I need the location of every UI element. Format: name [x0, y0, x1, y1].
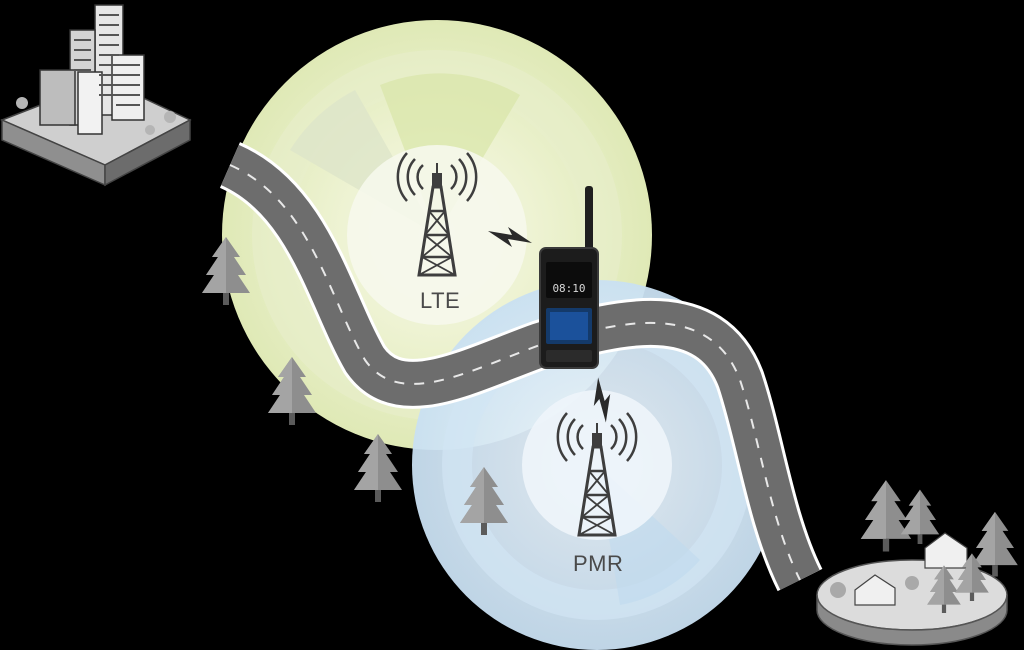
village-houses-icon — [816, 480, 1018, 646]
handheld-radio-icon: 08:10 — [539, 186, 599, 369]
city-buildings-icon — [0, 4, 192, 187]
device-screen-text: 08:10 — [552, 282, 585, 295]
lte-label: LTE — [420, 288, 461, 313]
pmr-label: PMR — [573, 551, 624, 576]
